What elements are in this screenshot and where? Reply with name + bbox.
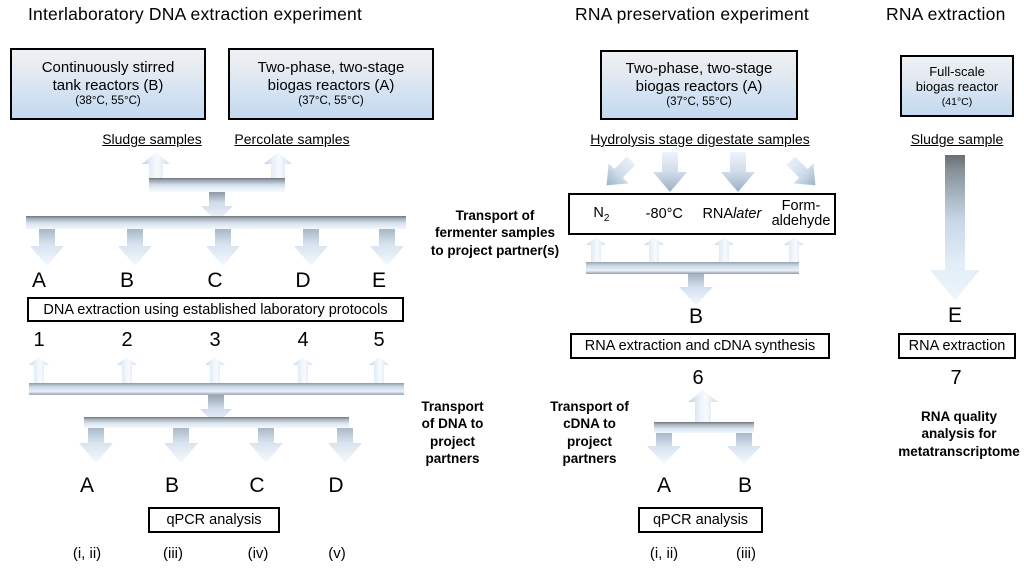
reactor-a-mid-line1: Two-phase, two-stage bbox=[625, 60, 773, 78]
partner-letter-a-middle: A bbox=[656, 474, 671, 497]
sample-label-sludge: Sludge samples bbox=[102, 131, 202, 147]
preservation-method-minus80: -80°C bbox=[645, 206, 683, 222]
reactor-b-line2: tank reactors (B) bbox=[52, 76, 164, 94]
extraction-number-1: 1 bbox=[33, 329, 45, 351]
reactor-box-a-left: Two-phase, two-stage biogas reactors (A)… bbox=[228, 48, 434, 120]
sample-label-hydrolysis: Hydrolysis stage digestate samples bbox=[590, 131, 810, 147]
roman-numeral-middle-1: (i, ii) bbox=[649, 545, 679, 562]
transport-fermenter-caption: Transport of fermenter samples to projec… bbox=[420, 207, 570, 259]
dist-letter-a: A bbox=[31, 269, 46, 292]
long-down-arrow-right bbox=[930, 155, 980, 300]
dist-letter-b: B bbox=[119, 269, 134, 292]
distribution-arrows-left-top bbox=[26, 216, 406, 266]
reactor-box-b: Continuously stirred tank reactors (B) (… bbox=[10, 48, 206, 120]
extraction-number-2: 2 bbox=[121, 329, 133, 351]
partner-letter-c-left: C bbox=[249, 474, 265, 497]
transport-fermenter-line1: Transport of bbox=[455, 208, 535, 223]
merge-arrow-group-left bbox=[142, 152, 292, 222]
reactor-a-left-line1: Two-phase, two-stage bbox=[257, 59, 405, 77]
partner-letter-a-left: A bbox=[79, 474, 94, 497]
roman-numeral-left-4: (v) bbox=[328, 545, 346, 562]
preservation-method-formaldehyde: Form- aldehyde bbox=[771, 197, 831, 229]
transport-dna-line4: partners bbox=[425, 450, 480, 466]
roman-numeral-left-3: (iv) bbox=[247, 545, 269, 562]
dist-letter-c: C bbox=[207, 269, 223, 292]
sample-label-sludge-right: Sludge sample bbox=[910, 131, 1004, 147]
partner-letter-b-middle: B bbox=[737, 474, 752, 497]
transport-cdna-line1: Transport of bbox=[550, 399, 629, 414]
preservation-arrows-group bbox=[606, 152, 816, 192]
transport-cdna-line4: partners bbox=[562, 450, 617, 466]
extraction-number-5: 5 bbox=[373, 329, 385, 351]
transport-dna-line2: of DNA to bbox=[421, 416, 484, 432]
qpcr-box-left: qPCR analysis bbox=[148, 507, 280, 533]
extraction-number-4: 4 bbox=[297, 329, 309, 351]
qpcr-box-middle: qPCR analysis bbox=[638, 507, 763, 533]
reactor-b-temp: (38°C, 55°C) bbox=[75, 95, 141, 108]
partner-letter-d-left: D bbox=[328, 474, 344, 497]
transport-cdna-line3: project bbox=[566, 433, 612, 449]
preservation-methods-box: N2 -80°C RNAlater Form- aldehyde bbox=[568, 193, 836, 235]
partner-letter-b-left: B bbox=[164, 474, 179, 497]
reactor-a-left-temp: (37°C, 55°C) bbox=[298, 95, 364, 108]
reactor-right-line2: biogas reactor bbox=[915, 79, 999, 95]
reactor-right-temp: (41°C) bbox=[941, 95, 973, 108]
merge-arrows-middle bbox=[586, 237, 804, 305]
roman-numeral-left-1: (i, ii) bbox=[72, 545, 102, 562]
distribution-arrows-middle bbox=[647, 390, 761, 464]
transport-dna-line1: Transport bbox=[421, 399, 484, 414]
dist-letter-e: E bbox=[371, 269, 386, 292]
preservation-method-rnalater: RNAlater bbox=[702, 206, 762, 222]
reactor-a-mid-line2: biogas reactors (A) bbox=[635, 77, 763, 95]
heading-left: Interlaboratory DNA extraction experimen… bbox=[28, 4, 363, 24]
reactor-box-a-middle: Two-phase, two-stage biogas reactors (A)… bbox=[600, 50, 798, 120]
rna-quality-footer: RNA quality analysis for metatranscripto… bbox=[897, 408, 1021, 460]
rna-extraction-box-right: RNA extraction bbox=[898, 333, 1016, 359]
reactor-a-mid-temp: (37°C, 55°C) bbox=[666, 96, 732, 109]
reactor-a-left-line2: biogas reactors (A) bbox=[267, 76, 395, 94]
transport-cdna-caption: Transport of cDNA to project partners bbox=[537, 398, 642, 467]
transport-dna-caption: Transport of DNA to project partners bbox=[400, 398, 505, 467]
roman-numeral-middle-2: (iii) bbox=[736, 545, 756, 562]
reactor-b-line1: Continuously stirred bbox=[41, 59, 175, 77]
rna-quality-line2: analysis for bbox=[921, 426, 997, 442]
transport-fermenter-line2: fermenter samples bbox=[434, 225, 556, 241]
reactor-box-full-scale: Full-scale biogas reactor (41°C) bbox=[900, 55, 1014, 117]
roman-numeral-left-2: (iii) bbox=[163, 545, 183, 562]
middle-step-number: 6 bbox=[692, 367, 704, 389]
sample-label-percolate: Percolate samples bbox=[234, 131, 350, 147]
reactor-right-line1: Full-scale bbox=[929, 63, 985, 79]
heading-middle: RNA preservation experiment bbox=[575, 4, 809, 24]
right-step-number: 7 bbox=[950, 367, 962, 389]
preservation-method-n2: N2 bbox=[593, 204, 610, 224]
transport-dna-line3: project bbox=[429, 433, 475, 449]
transport-cdna-line2: cDNA to bbox=[563, 416, 616, 432]
rna-quality-line3: metatranscriptome bbox=[898, 443, 1020, 459]
dna-extraction-box: DNA extraction using established laborat… bbox=[27, 297, 404, 322]
arrow-letter-e-right: E bbox=[947, 304, 962, 327]
merge-letter-b-middle: B bbox=[688, 305, 703, 328]
transport-fermenter-line3: to project partner(s) bbox=[430, 242, 560, 258]
dist-letter-d: D bbox=[295, 269, 311, 292]
extraction-number-3: 3 bbox=[209, 329, 221, 351]
rna-cdna-box: RNA extraction and cDNA synthesis bbox=[570, 333, 830, 359]
collection-arrows-left-bottom bbox=[29, 357, 404, 463]
rna-quality-line1: RNA quality bbox=[920, 409, 997, 424]
heading-right: RNA extraction bbox=[886, 4, 1006, 24]
